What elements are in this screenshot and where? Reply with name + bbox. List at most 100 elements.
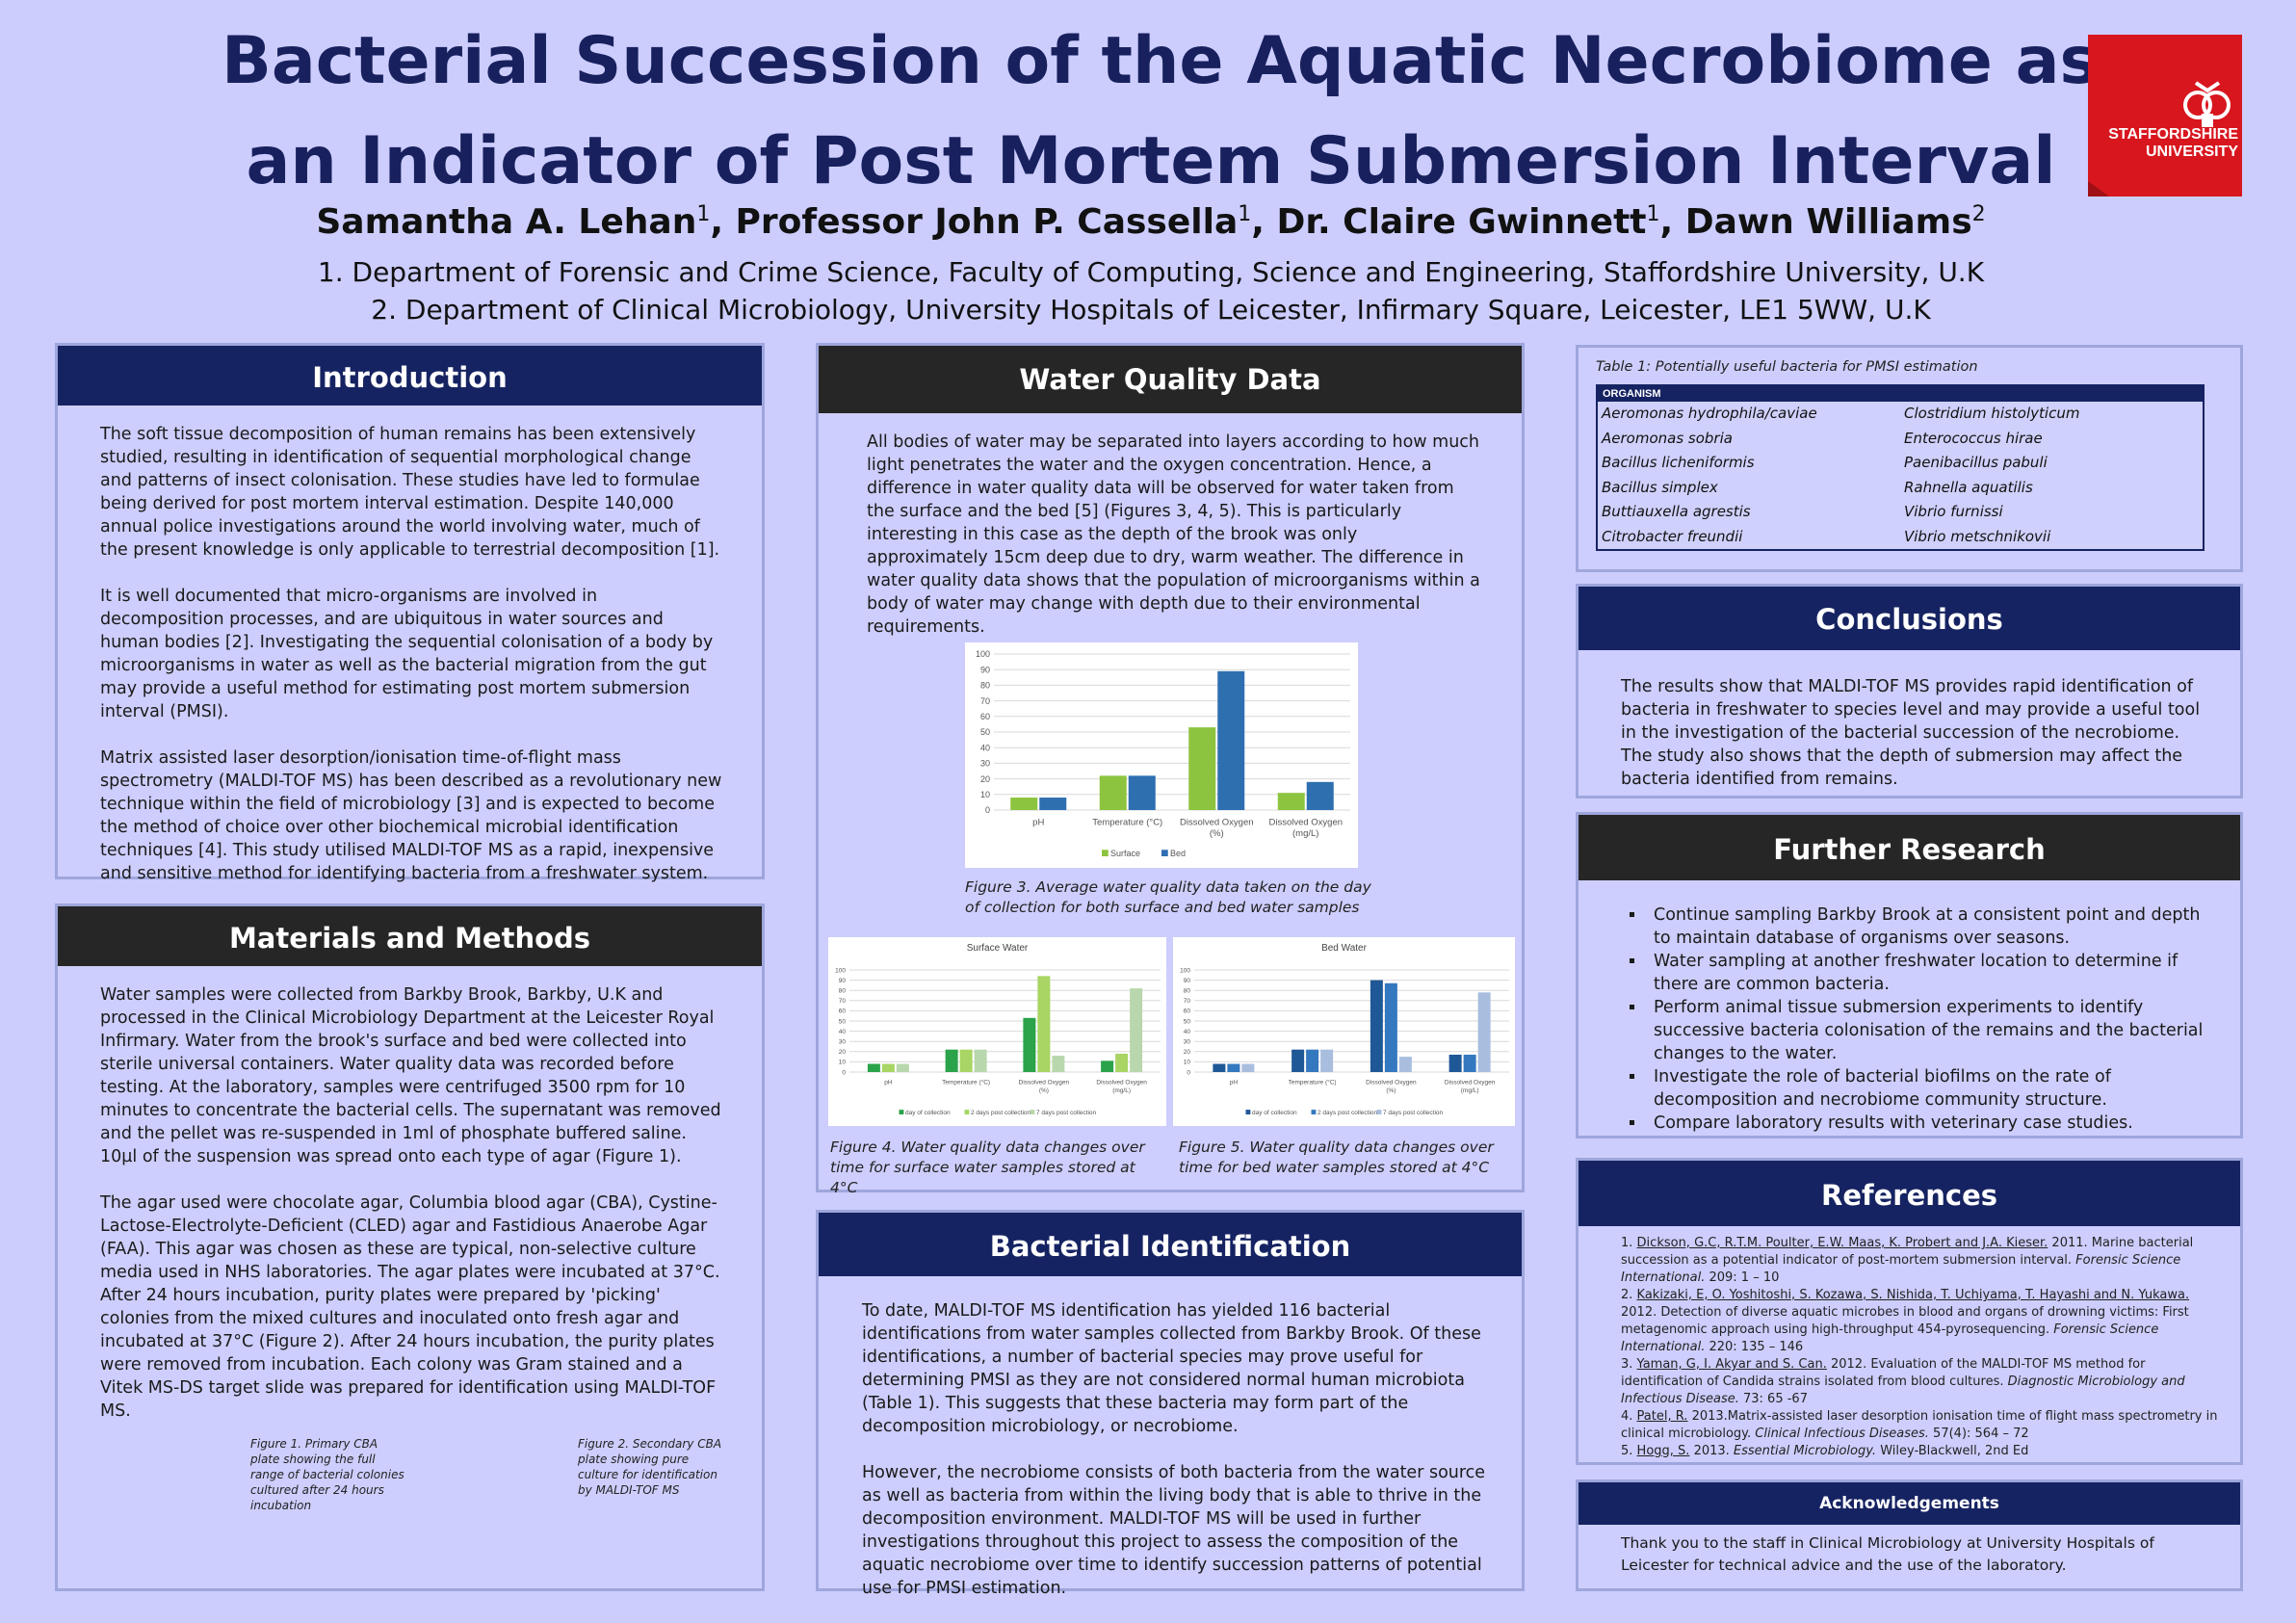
reference-text: 2013. (1689, 1444, 1734, 1458)
poster-title: Bacterial Succession of the Aquatic Necr… (222, 12, 2099, 212)
legend-swatch (1245, 1110, 1251, 1114)
title-line-1: Bacterial Succession of the Aquatic Necr… (222, 23, 2099, 99)
chart-bar (1099, 775, 1127, 810)
chart-bar (1306, 1049, 1319, 1072)
reference-journal: Diagnostic Microbiology and Infectious D… (1621, 1374, 2185, 1406)
y-tick-label: 40 (1184, 1029, 1191, 1035)
reference-journal: Essential Microbiology. (1733, 1444, 1877, 1458)
table-row: Aeromonas hydrophila/caviae Clostridium h… (1598, 402, 2203, 427)
legend-label: day of collection (1252, 1110, 1297, 1116)
y-tick-label: 80 (980, 681, 990, 691)
y-tick-label: 20 (839, 1049, 847, 1056)
reference-authors: Yaman, G, I. Akyar and S. Can. (1636, 1357, 1827, 1372)
x-tick-label: Dissolved Oxygen (1180, 818, 1254, 828)
reference-details: Wiley-Blackwell, 2nd Ed (1876, 1444, 2029, 1458)
x-tick-label: (%) (1386, 1087, 1396, 1094)
water-quality-heading: Water Quality Data (819, 346, 1522, 413)
x-tick-label: Dissolved Oxygen (1019, 1080, 1070, 1086)
reference-text: 2013.Matrix-assisted laser desorption io… (1621, 1409, 2218, 1441)
chart-bar (1115, 1053, 1129, 1072)
chart-bar (1227, 1063, 1240, 1072)
y-tick-label: 100 (835, 967, 846, 974)
chart-bar (881, 1063, 895, 1072)
y-tick-label: 50 (1184, 1018, 1191, 1025)
logo-text-line-2: UNIVERSITY (2145, 144, 2238, 160)
reference-details: 209: 1 – 10 (1705, 1270, 1780, 1285)
chart-bar (1306, 781, 1334, 810)
reference-item: 2. Kakizaki, E, O. Yoshitoshi, S. Kozawa… (1621, 1288, 2190, 1354)
y-tick-label: 80 (1184, 987, 1191, 994)
y-tick-label: 0 (1187, 1069, 1190, 1076)
x-tick-label: Temperature (°C) (942, 1079, 990, 1086)
chart-bar (1128, 775, 1156, 810)
figure-1-caption: Figure 1. Primary CBA plate showing the … (250, 1437, 404, 1512)
legend-swatch (1161, 850, 1168, 856)
conclusions-panel: Conclusions The results show that MALDI-… (1576, 584, 2243, 798)
table-cell: Bacillus simplex (1602, 478, 1718, 496)
y-tick-label: 30 (839, 1038, 847, 1045)
further-research-list: Continue sampling Barkby Brook at a cons… (1621, 903, 2213, 1135)
x-tick-label: pH (1230, 1080, 1239, 1086)
methods-body: Water samples were collected from Barkby… (100, 983, 726, 1446)
reference-text: 2012. Detection of diverse aquatic micro… (1621, 1305, 2189, 1337)
chart-title: Surface Water (967, 943, 1029, 954)
x-tick-label: Temperature (°C) (1289, 1079, 1337, 1086)
reference-details: 73: 65 -67 (1738, 1392, 1808, 1406)
reference-journal: Forensic Science International. (1621, 1322, 2159, 1354)
chart-bar (896, 1063, 909, 1072)
reference-authors: Kakizaki, E, O. Yoshitoshi, S. Kozawa, S… (1636, 1288, 2190, 1302)
chart-bar (1320, 1049, 1334, 1072)
table-cell: Vibrio furnissi (1904, 503, 2003, 520)
introduction-panel: Introduction The soft tissue decompositi… (55, 343, 765, 883)
title-line-2: an Indicator of Post Mortem Submersion I… (246, 123, 2056, 199)
legend-swatch (1030, 1110, 1035, 1114)
reference-details: 57(4): 564 – 72 (1928, 1427, 2029, 1441)
acknowledgements-panel: Acknowledgements Thank you to the staff … (1576, 1479, 2243, 1591)
chart-bar (1277, 793, 1305, 810)
table-cell: Clostridium histolyticum (1904, 405, 2080, 422)
author-name: Dawn Williams (1684, 202, 1972, 242)
paragraph: It is well documented that micro-organis… (100, 587, 714, 721)
author-separator: , (1659, 202, 1685, 242)
y-tick-label: 70 (1184, 998, 1191, 1005)
y-tick-label: 10 (1184, 1060, 1191, 1066)
y-tick-label: 60 (1184, 1008, 1191, 1015)
y-tick-label: 10 (839, 1060, 847, 1066)
legend-label: 7 days post collection (1383, 1110, 1444, 1116)
chart-bar (1023, 1017, 1036, 1072)
x-tick-label: Temperature (°C) (1092, 818, 1162, 828)
chart-bar (959, 1049, 973, 1072)
paragraph: However, the necrobiome consists of both… (862, 1463, 1486, 1598)
table-cell: Aeromonas hydrophila/caviae (1602, 405, 1817, 422)
x-tick-label: Dissolved Oxygen (1366, 1080, 1417, 1086)
chart-bar (1217, 670, 1245, 810)
chart-bar (1463, 1054, 1476, 1072)
author-separator: , (1251, 202, 1277, 242)
table-cell: Bacillus licheniformis (1602, 454, 1755, 471)
reference-item: 3. Yaman, G, I. Akyar and S. Can. 2012. … (1621, 1357, 2185, 1406)
chart-bar (1010, 798, 1038, 810)
paragraph: To date, MALDI-TOF MS identification has… (862, 1301, 1481, 1436)
y-tick-label: 30 (1184, 1038, 1191, 1045)
x-tick-label: pH (884, 1080, 893, 1086)
table-cell: Citrobacter freundii (1602, 527, 1743, 545)
paragraph: The soft tissue decomposition of human r… (100, 425, 720, 560)
y-tick-label: 50 (839, 1018, 847, 1025)
logo-text-line-1: STAFFORDSHIRE (2108, 126, 2238, 143)
y-tick-label: 90 (980, 665, 990, 674)
chart-bar (974, 1049, 987, 1072)
chart-bar (1101, 1060, 1114, 1072)
chart-bar (1370, 980, 1383, 1072)
author-affiliation-number: 2 (1971, 202, 1986, 226)
further-research-panel: Further Research Continue sampling Barkb… (1576, 812, 2243, 1139)
x-tick-label: Dissolved Oxygen (1268, 818, 1343, 828)
conclusions-heading: Conclusions (1578, 587, 2240, 650)
reference-details: 220: 135 – 146 (1705, 1340, 1804, 1354)
